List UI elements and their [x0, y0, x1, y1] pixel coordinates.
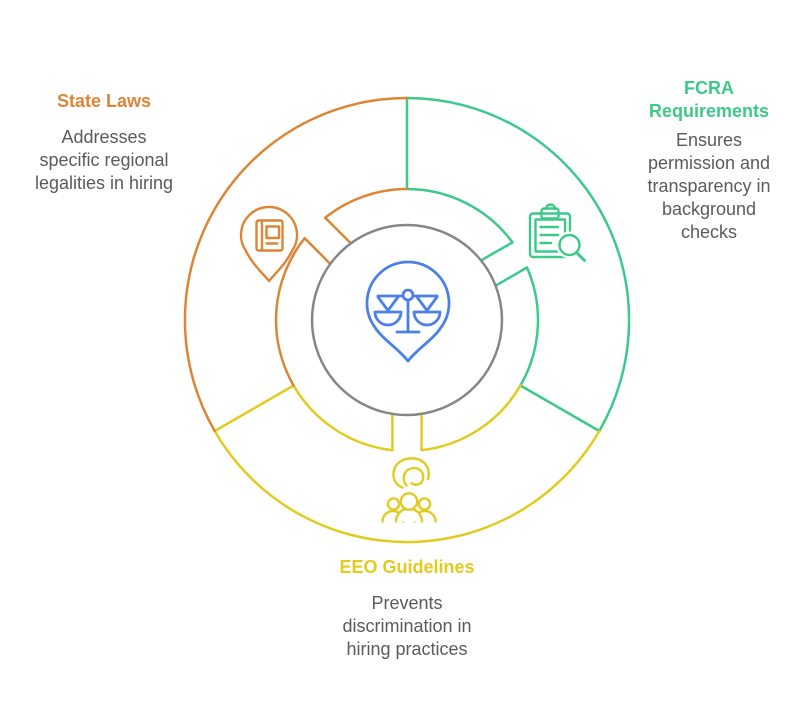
people-with-hand-icon [381, 457, 437, 523]
middle-arc-green-a [405, 187, 514, 262]
location-pin-rulebook-icon [239, 205, 299, 283]
middle-arc-orange-a [274, 236, 331, 387]
hand-finger-curl [402, 466, 425, 487]
scales-right-pan [412, 310, 442, 327]
scales-left-strings [376, 295, 400, 312]
ring-segment-green [405, 96, 631, 433]
scales-pivot [401, 288, 415, 302]
eeo-title: EEO Guidelines [339, 557, 475, 577]
hand-outer-curve [392, 457, 430, 489]
scales-left-pan [373, 310, 403, 327]
state-laws-description: Addresses specific regional legalities i… [34, 127, 174, 193]
scales-of-justice-location-pin-icon [365, 260, 451, 363]
clipboard-clip-bump [544, 203, 557, 211]
orange-pin-outline [239, 205, 299, 283]
magnifier-handle [575, 251, 586, 262]
state-laws-title: State Laws [56, 91, 152, 111]
middle-arc-green-b [495, 266, 540, 387]
outer-arc-orange [183, 96, 409, 433]
person-left-head [386, 497, 401, 511]
middle-arc-orange-b [323, 187, 409, 244]
outer-arc-green [405, 96, 631, 433]
rulebook-label [265, 225, 281, 240]
divider-bottom-left [213, 384, 295, 433]
person-center-head [399, 492, 419, 511]
eeo-description: Prevents discrimination in hiring practi… [342, 593, 472, 659]
person-right-head [417, 497, 432, 511]
middle-arc-yellow-b [292, 384, 394, 452]
section-fcra-label: FCRA Requirements Ensures permission and… [619, 77, 799, 244]
outer-arc-yellow [213, 429, 601, 544]
section-state-laws-label: State Laws Addresses specific regional l… [10, 90, 198, 195]
ring-segment-orange [183, 96, 409, 433]
rulebook-cover [255, 219, 284, 252]
divider-bottom-right [519, 384, 601, 433]
fcra-title: FCRA Requirements [648, 78, 770, 121]
center-pin-outline [365, 260, 451, 363]
magnifier-lens [558, 233, 581, 257]
clipboard-magnifier-icon [528, 203, 586, 262]
section-eeo-label: EEO Guidelines Prevents discrimination i… [307, 556, 507, 661]
ring-segment-yellow [213, 384, 601, 544]
middle-arc-yellow-a [420, 384, 522, 452]
clipboard-clip [540, 207, 560, 220]
scales-right-strings [415, 295, 439, 312]
fcra-description: Ensures permission and transparency in b… [647, 130, 771, 242]
